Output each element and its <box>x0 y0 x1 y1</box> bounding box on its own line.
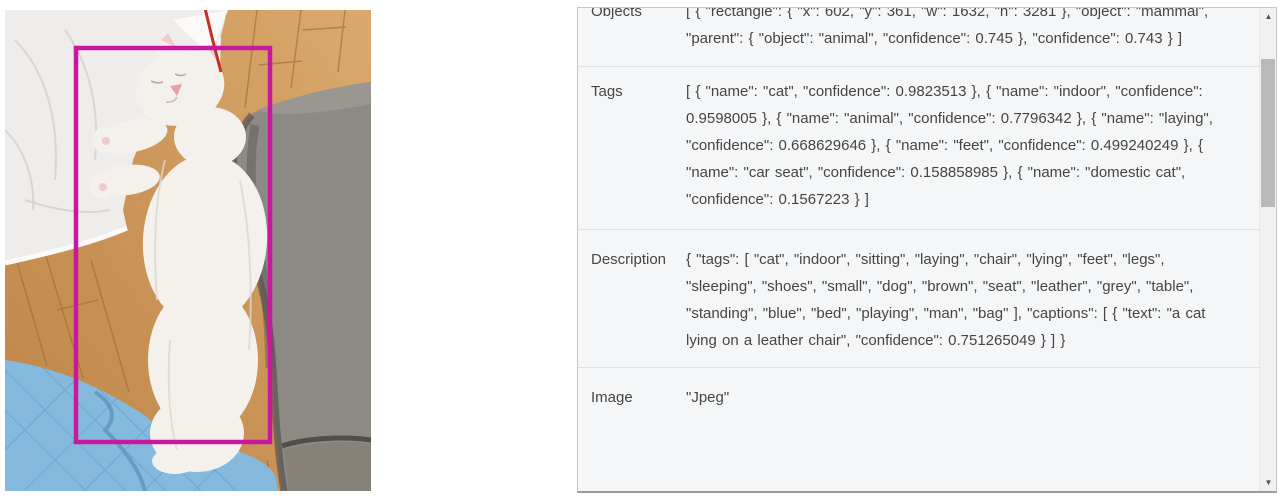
table-row-description: Description { "tags": [ "cat", "indoor",… <box>578 230 1259 368</box>
row-value: "Jpeg" <box>686 389 730 406</box>
table-row-objects: Objects [ { "rectangle": { "x": 602, "y"… <box>578 8 1259 67</box>
row-label: Tags <box>591 83 623 100</box>
analyzed-photo <box>5 10 371 491</box>
row-value: [ { "name": "cat", "confidence": 0.98235… <box>686 83 1213 208</box>
row-label: Image <box>591 389 633 406</box>
row-label: Description <box>591 251 667 268</box>
vertical-scrollbar[interactable]: ▲ ▼ <box>1259 8 1276 491</box>
results-table: Objects [ { "rectangle": { "x": 602, "y"… <box>578 8 1259 491</box>
row-label: Objects <box>591 8 642 20</box>
scrollbar-thumb[interactable] <box>1261 59 1275 207</box>
scroll-up-icon[interactable]: ▲ <box>1260 8 1276 25</box>
cat-photo <box>5 10 371 491</box>
sheet-hem <box>5 225 129 266</box>
object-bounding-box <box>73 45 273 445</box>
analysis-results-panel: Objects [ { "rectangle": { "x": 602, "y"… <box>577 7 1277 493</box>
chair-lower-cushion <box>284 442 371 491</box>
row-value: { "tags": [ "cat", "indoor", "sitting", … <box>686 251 1206 349</box>
table-row-tags: Tags [ { "name": "cat", "confidence": 0.… <box>578 67 1259 230</box>
chair-cushion-crease <box>281 435 371 449</box>
red-string <box>203 10 223 73</box>
row-value: [ { "rectangle": { "x": 602, "y": 361, "… <box>686 8 1209 47</box>
scroll-down-icon[interactable]: ▼ <box>1260 474 1276 491</box>
table-row-image: Image "Jpeg" <box>578 368 1259 427</box>
chair-armrest-top <box>257 82 371 115</box>
